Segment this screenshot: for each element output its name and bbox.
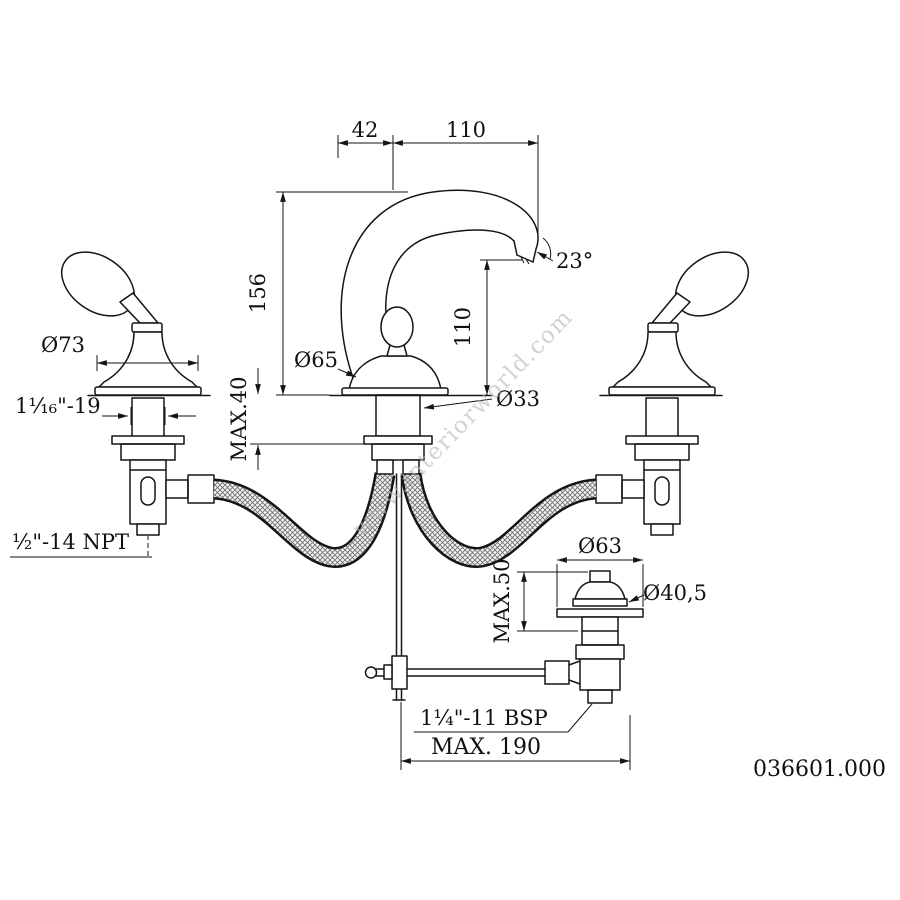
dim-spray-angle-label: 23° [556,249,593,273]
dim-spout-reach-label: 110 [446,118,486,142]
crystal-spout-finial [380,306,414,348]
right-supply-hose [400,472,598,568]
spout-assembly [329,189,539,475]
dim-deck-max-label: MAX.40 [227,376,251,461]
dim-shank-dia-label: Ø33 [496,387,540,411]
pop-up-rod [364,473,546,701]
rod-clevis [391,655,408,690]
dim-outlet-height-label: 110 [451,307,475,347]
drain-plug [572,598,628,607]
right-handle-assembly [595,238,762,536]
left-supply-hose [212,472,396,568]
dim-handle-base-dia-label: Ø73 [41,333,85,357]
dimension-annotations: 42 110 156 110 23° Ø73 Ø65 Ø33 MAX.40 [10,118,707,770]
dim-spout-offset-label: 42 [352,118,379,142]
dim-supply-thread-label: ½"-14 NPT [12,530,129,554]
dim-plug-dia-label: Ø40,5 [643,581,707,605]
dim-waste-depth-max-label: MAX.50 [490,558,514,643]
drain-flange [556,608,644,618]
dim-waste-thread-label: 1¼"-11 BSP [420,706,548,730]
left-handle-assembly [61,251,215,536]
drain-tailpiece [587,689,613,704]
dim-waste-flange-dia-label: Ø63 [578,534,622,558]
dim-handle-thread-label: 1¹⁄₁₆"-19 [15,394,101,418]
product-code: 036601.000 [753,757,886,782]
dim-spout-base-dia-label: Ø65 [294,348,338,372]
dim-drain-span-max-label: MAX. 190 [431,735,541,760]
drain-assembly [544,570,644,704]
dim-spout-height-label: 156 [246,273,270,313]
crystal-handle-knob [61,251,135,317]
